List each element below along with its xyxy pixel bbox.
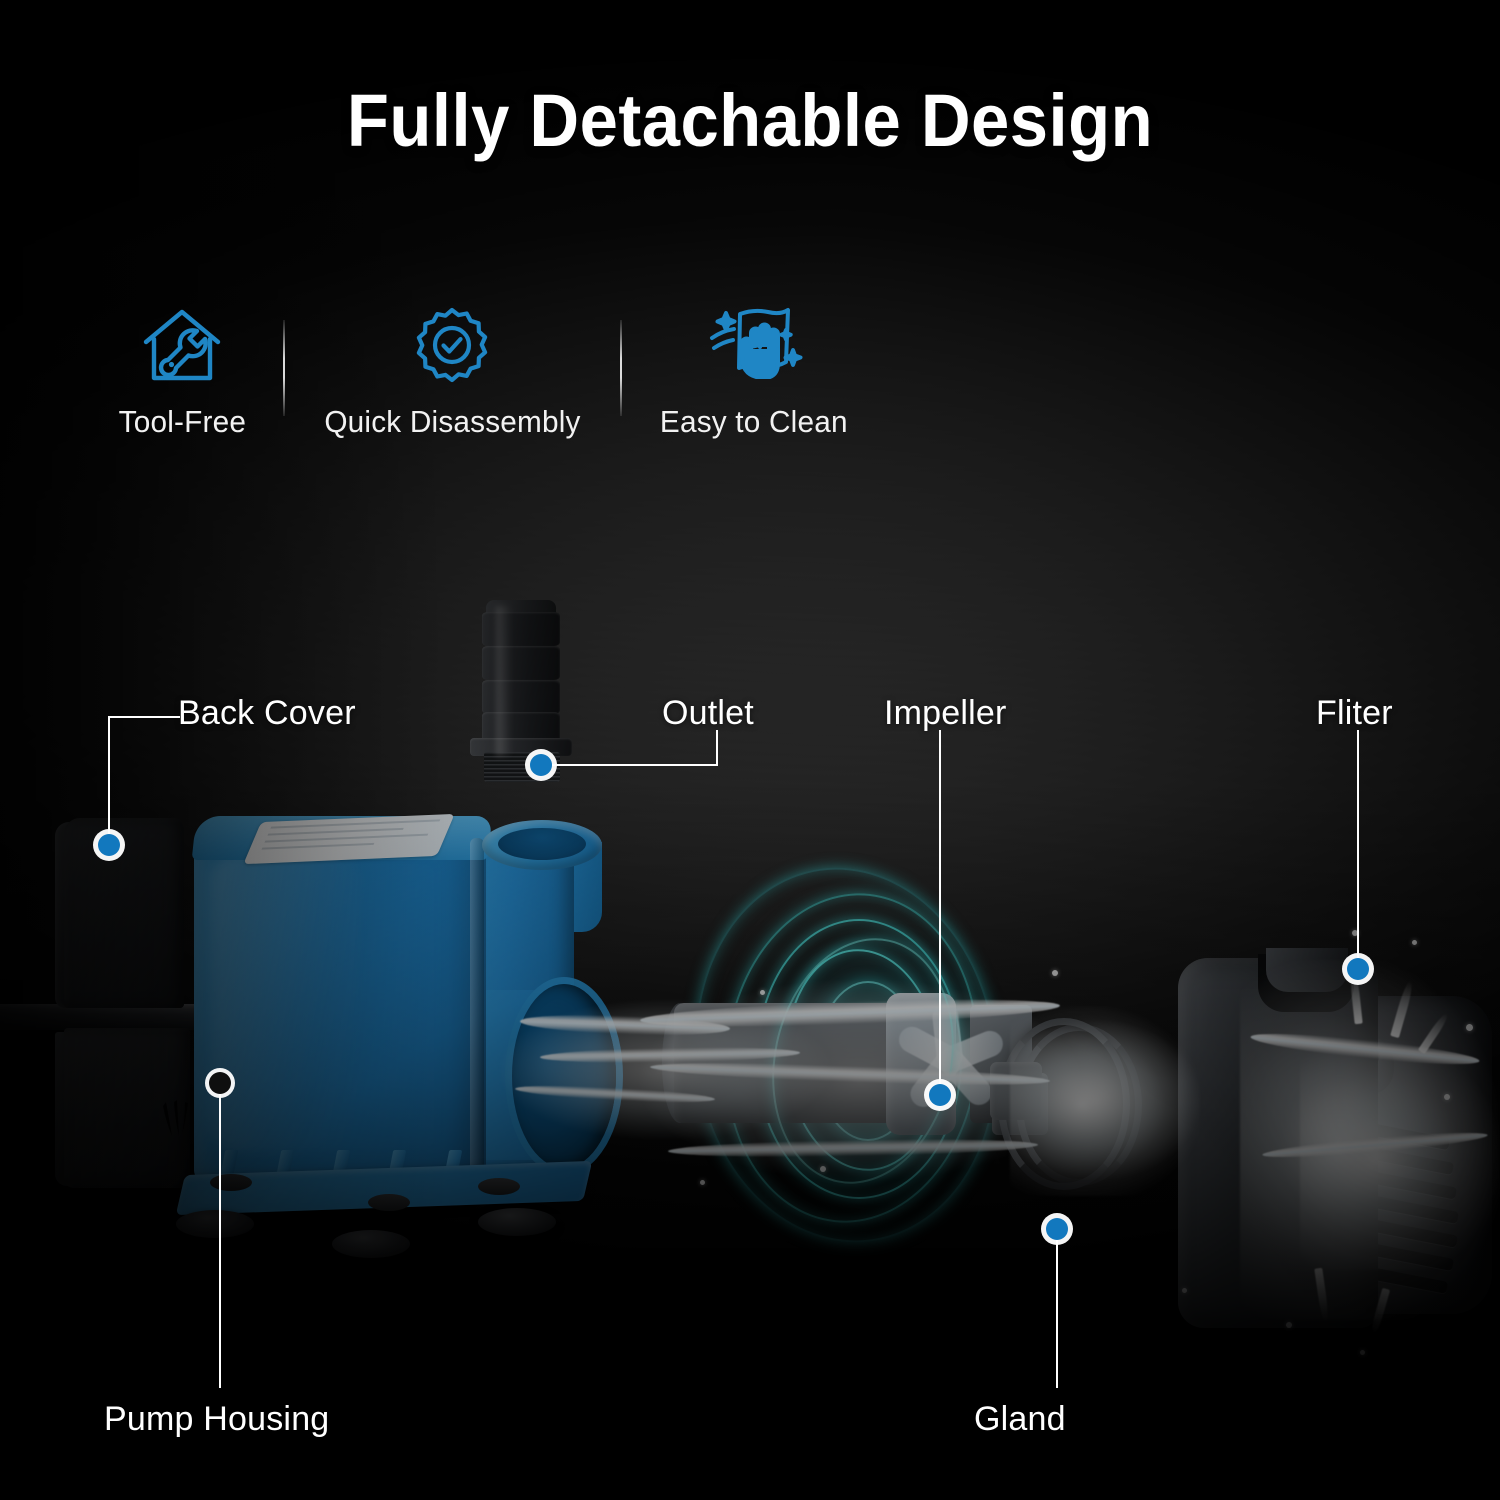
feature-label: Easy to Clean — [659, 404, 848, 439]
feature-divider — [282, 320, 285, 416]
gear-check-icon — [412, 302, 492, 388]
marker-filter[interactable] — [1347, 958, 1369, 980]
marker-gland[interactable] — [1046, 1218, 1068, 1240]
marker-impeller[interactable] — [929, 1084, 951, 1106]
leader-line-back-cover — [108, 716, 110, 844]
feature-list: Tool-Free Quick Disassembly — [82, 302, 885, 440]
feature-tool-free: Tool-Free — [82, 302, 283, 440]
callout-label-impeller: Impeller — [884, 694, 1007, 732]
marker-pump-housing[interactable] — [209, 1072, 231, 1094]
hand-cloth-icon — [704, 302, 804, 388]
feature-easy-to-clean: Easy to Clean — [622, 302, 886, 440]
leader-line-gland — [1056, 1240, 1058, 1388]
leader-line-outlet — [540, 764, 718, 766]
feature-label: Quick Disassembly — [324, 404, 581, 439]
leader-line-back-cover — [108, 716, 180, 718]
leader-line-filter — [1357, 730, 1359, 964]
leader-line-impeller — [939, 730, 941, 1092]
leader-line-pump-housing — [219, 1092, 221, 1388]
callout-label-back-cover: Back Cover — [178, 694, 356, 732]
page-title: Fully Detachable Design — [346, 79, 1154, 162]
leader-line-outlet — [716, 730, 718, 766]
feature-quick-disassembly: Quick Disassembly — [285, 302, 620, 440]
callout-label-gland: Gland — [974, 1400, 1066, 1438]
marker-back-cover[interactable] — [98, 834, 120, 856]
feature-label: Tool-Free — [118, 404, 247, 439]
house-wrench-icon — [139, 302, 225, 388]
callout-label-pump-housing: Pump Housing — [104, 1400, 330, 1438]
marker-outlet[interactable] — [530, 754, 552, 776]
callout-label-outlet: Outlet — [662, 694, 754, 732]
callout-label-filter: Fliter — [1316, 694, 1393, 732]
feature-divider — [619, 320, 622, 416]
